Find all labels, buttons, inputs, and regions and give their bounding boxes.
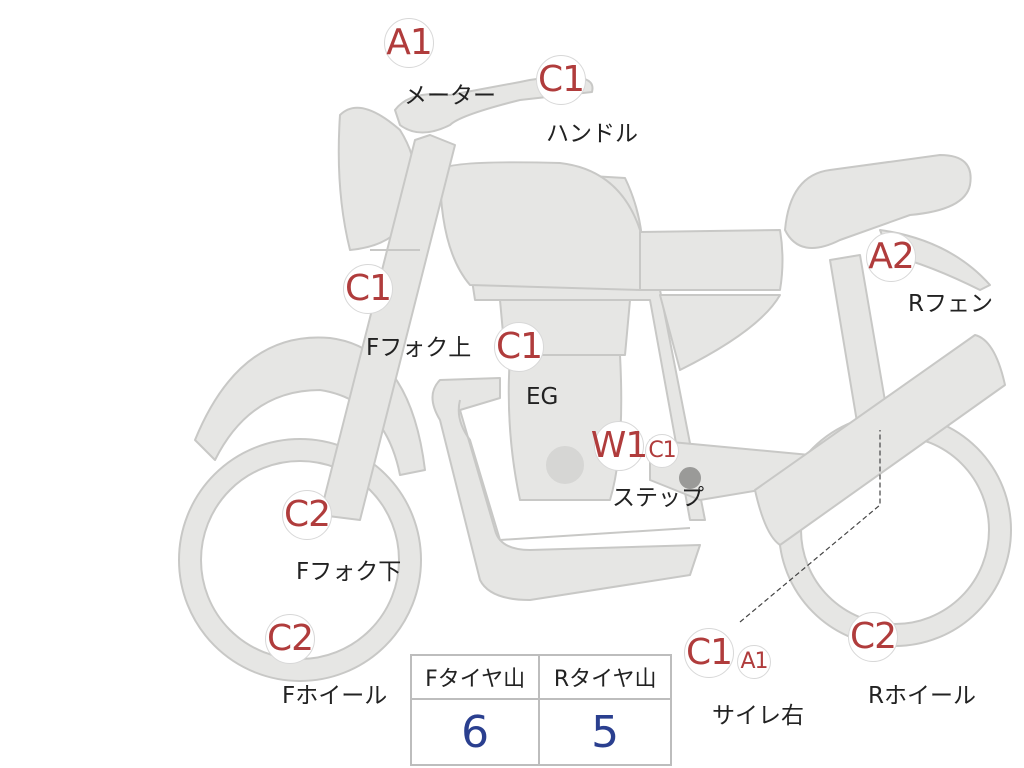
exhaust-pipe-shape (431, 377, 701, 601)
grade-marker-front-wheel: C2 (265, 614, 315, 664)
grade-marker-step-secondary: C1 (645, 434, 679, 468)
front-tire-value: 6 (409, 698, 541, 766)
grade-marker-rear-wheel: C2 (848, 612, 898, 662)
label-engine: EG (526, 384, 559, 410)
label-rear-fender: Rフェン (908, 291, 993, 317)
label-step: ステップ (612, 485, 704, 511)
seat-shape (784, 154, 972, 249)
fuel-tank-shape (439, 161, 646, 291)
leader-line (739, 430, 881, 623)
grade-marker-fork-lower: C2 (282, 490, 332, 540)
label-muffler-right: サイレ右 (712, 703, 804, 729)
label-front-wheel: Fホイール (282, 683, 388, 709)
label-fork-lower: Fフォク下 (296, 559, 402, 585)
grade-marker-meter: A1 (384, 18, 434, 68)
front-fork-shape (319, 134, 456, 521)
grade-marker-muffler-right: C1 (684, 628, 734, 678)
grade-marker-engine: C1 (494, 322, 544, 372)
label-handle: ハンドル (546, 121, 638, 147)
tire-tread-table: Fタイヤ山 Rタイヤ山 6 5 (409, 654, 672, 766)
grade-marker-step: W1 (591, 421, 648, 471)
label-rear-wheel: Rホイール (868, 683, 976, 709)
grade-marker-fork-upper: C1 (343, 264, 393, 314)
muffler-shape (754, 334, 1006, 546)
grade-marker-handle: C1 (536, 55, 586, 105)
front-tire-header: Fタイヤ山 (409, 654, 541, 700)
side-cover-shape (639, 229, 784, 291)
label-fork-upper: Fフォク上 (366, 335, 472, 361)
rear-tire-header: Rタイヤ山 (538, 654, 672, 700)
label-meter: メーター (404, 83, 496, 109)
grade-marker-rear-fender: A2 (866, 232, 916, 282)
rear-tire-value: 5 (538, 698, 672, 766)
front-wheel-shape (179, 439, 421, 681)
grade-marker-muffler-right-secondary: A1 (737, 645, 771, 679)
